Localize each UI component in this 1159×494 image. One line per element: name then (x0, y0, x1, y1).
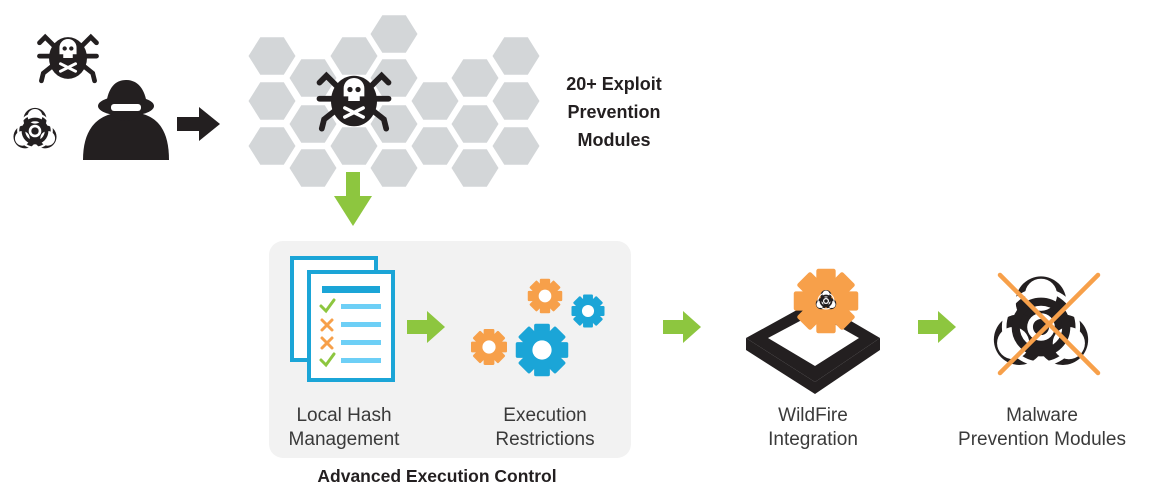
hexagon (451, 105, 499, 143)
exploit-modules-line1: 20+ Exploit (566, 74, 662, 94)
document-checklist-icon (290, 256, 395, 382)
hexagon (370, 149, 418, 187)
exploit-modules-line3: Modules (577, 130, 650, 150)
execution-restrictions-line1: Execution (503, 405, 586, 426)
malware-modules-line2: Prevention Modules (958, 429, 1126, 450)
hexagon (248, 82, 296, 120)
green-arrow-down (334, 172, 372, 226)
wildfire-line2: Integration (768, 429, 858, 450)
local-hash-line2: Management (289, 429, 401, 450)
hexagon (289, 149, 337, 187)
hexagon (370, 15, 418, 53)
wildfire-line1: WildFire (778, 405, 848, 426)
bug-skull-icon (40, 37, 97, 81)
black-arrow (177, 107, 220, 141)
biohazard-icon (11, 106, 59, 151)
hexagon (411, 82, 459, 120)
sandbox-box-icon (746, 268, 880, 394)
hexagon (411, 127, 459, 165)
aec-title: Advanced Execution Control (317, 466, 556, 486)
hexagon (248, 127, 296, 165)
hexagon (492, 37, 540, 75)
execution-restrictions-line2: Restrictions (495, 429, 594, 450)
hexagon (492, 82, 540, 120)
hexagon (330, 127, 378, 165)
hexagon (289, 105, 337, 143)
hexagon (451, 59, 499, 97)
hexagon-honeycomb (248, 15, 540, 187)
hexagon (330, 37, 378, 75)
hexagon (451, 149, 499, 187)
exploit-modules-line2: Prevention (567, 102, 660, 122)
hexagon (370, 59, 418, 97)
spy-icon (83, 80, 169, 160)
hexagon (248, 37, 296, 75)
hexagon (289, 59, 337, 97)
green-arrow-3 (918, 311, 956, 343)
crossed-biohazard-icon (994, 275, 1101, 376)
local-hash-line1: Local Hash (296, 405, 391, 426)
hexagon (492, 127, 540, 165)
green-arrow-2 (663, 311, 701, 343)
malware-modules-line1: Malware (1006, 405, 1078, 426)
